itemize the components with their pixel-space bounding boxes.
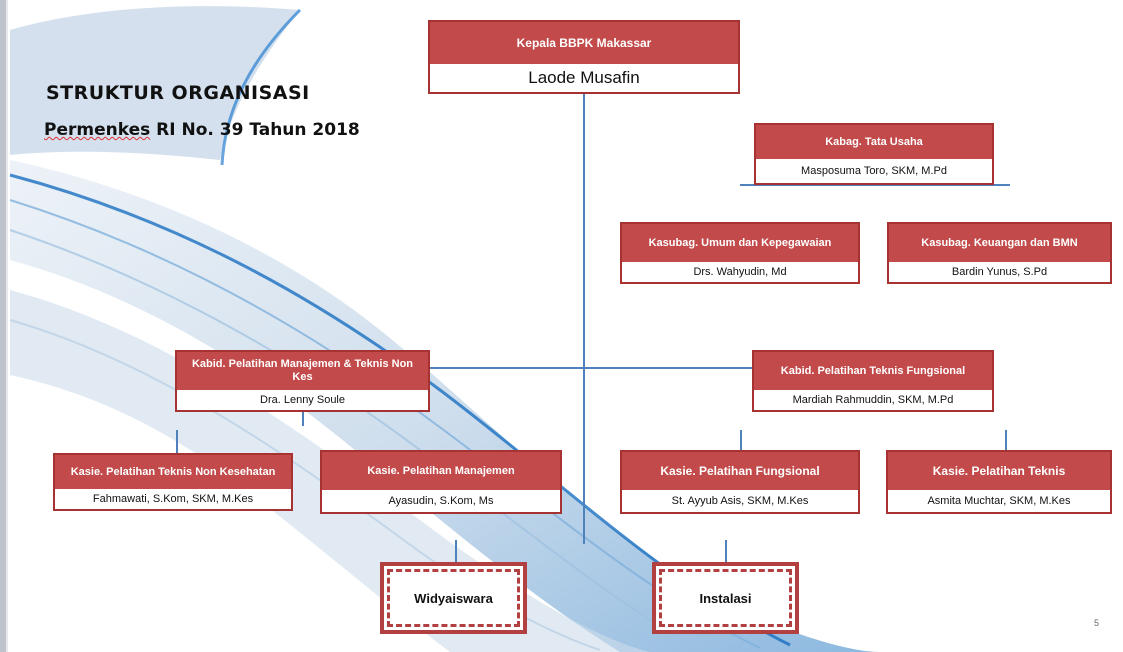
- org-box-name: Fahmawati, S.Kom, SKM, M.Kes: [92, 493, 254, 505]
- subtitle-prefix: Permenkes: [44, 120, 151, 140]
- org-box-umum: Kasubag. Umum dan Kepegawaian Drs. Wahyu…: [620, 222, 860, 284]
- slide-subtitle: Permenkes RI No. 39 Tahun 2018: [44, 120, 360, 140]
- org-box-name: Masposuma Toro, SKM, M.Pd: [801, 165, 947, 177]
- org-box-title: Kasie. Pelatihan Teknis: [888, 452, 1110, 490]
- section-horizontal-connector: [410, 367, 760, 369]
- org-box-title: Kabid. Pelatihan Manajemen & Teknis Non …: [177, 352, 428, 390]
- org-box-name: Mardiah Rahmuddin, SKM, M.Pd: [792, 394, 954, 406]
- main-vertical-connector: [583, 94, 585, 544]
- slide-left-edge: [0, 0, 6, 652]
- slide-left-edge-highlight: [6, 0, 8, 652]
- connector-manajemen-section: [302, 412, 304, 426]
- org-box-manajemen: Kasie. Pelatihan Manajemen Ayasudin, S.K…: [320, 450, 562, 514]
- page-number: 5: [1094, 618, 1100, 628]
- org-box-title: Kasie. Pelatihan Manajemen: [322, 452, 560, 490]
- connector-fungsional: [740, 430, 742, 454]
- org-box-tu: Kabag. Tata Usaha Masposuma Toro, SKM, M…: [754, 123, 994, 185]
- connector-instalasi: [725, 540, 727, 564]
- org-box-title: Kasubag. Keuangan dan BMN: [889, 224, 1110, 262]
- tu-connector: [740, 184, 1010, 186]
- org-box-teknis-non-kes: Kasie. Pelatihan Teknis Non Kesehatan Fa…: [53, 453, 293, 511]
- org-box-fungsional: Kasie. Pelatihan Fungsional St. Ayyub As…: [620, 450, 860, 514]
- org-box-title: Kasie. Pelatihan Teknis Non Kesehatan: [55, 455, 291, 489]
- org-box-teknis: Kasie. Pelatihan Teknis Asmita Muchtar, …: [886, 450, 1112, 514]
- org-box-title: Kabid. Pelatihan Teknis Fungsional: [754, 352, 992, 390]
- org-box-title: Kasubag. Umum dan Kepegawaian: [622, 224, 858, 262]
- org-box-name: St. Ayyub Asis, SKM, M.Kes: [671, 495, 809, 507]
- org-box-fungsional-section: Kabid. Pelatihan Teknis Fungsional Mardi…: [752, 350, 994, 412]
- connector-teknis-non-kes: [176, 430, 178, 454]
- subtitle-rest: RI No. 39 Tahun 2018: [150, 120, 360, 140]
- org-box-name: Dra. Lenny Soule: [260, 394, 345, 406]
- org-box-title: Kasie. Pelatihan Fungsional: [622, 452, 858, 490]
- org-box-keuangan: Kasubag. Keuangan dan BMN Bardin Yunus, …: [887, 222, 1112, 284]
- org-box-name: Laode Musafin: [528, 68, 640, 87]
- slide-title: STRUKTUR ORGANISASI: [46, 82, 310, 104]
- connector-teknis: [1005, 430, 1007, 454]
- org-box-manajemen-section: Kabid. Pelatihan Manajemen & Teknis Non …: [175, 350, 430, 412]
- instalasi-box: Instalasi: [652, 562, 799, 634]
- org-box-title: Kabag. Tata Usaha: [756, 125, 992, 159]
- org-box-title: Kepala BBPK Makassar: [430, 22, 738, 64]
- org-box-name: Ayasudin, S.Kom, Ms: [388, 495, 494, 507]
- org-box-name: Bardin Yunus, S.Pd: [951, 266, 1048, 278]
- connector-widyaiswara: [455, 540, 457, 564]
- org-box-head: Kepala BBPK Makassar Laode Musafin: [428, 20, 740, 94]
- org-box-name: Drs. Wahyudin, Md: [693, 266, 787, 278]
- org-box-name: Asmita Muchtar, SKM, M.Kes: [927, 495, 1071, 507]
- widyaiswara-box: Widyaiswara: [380, 562, 527, 634]
